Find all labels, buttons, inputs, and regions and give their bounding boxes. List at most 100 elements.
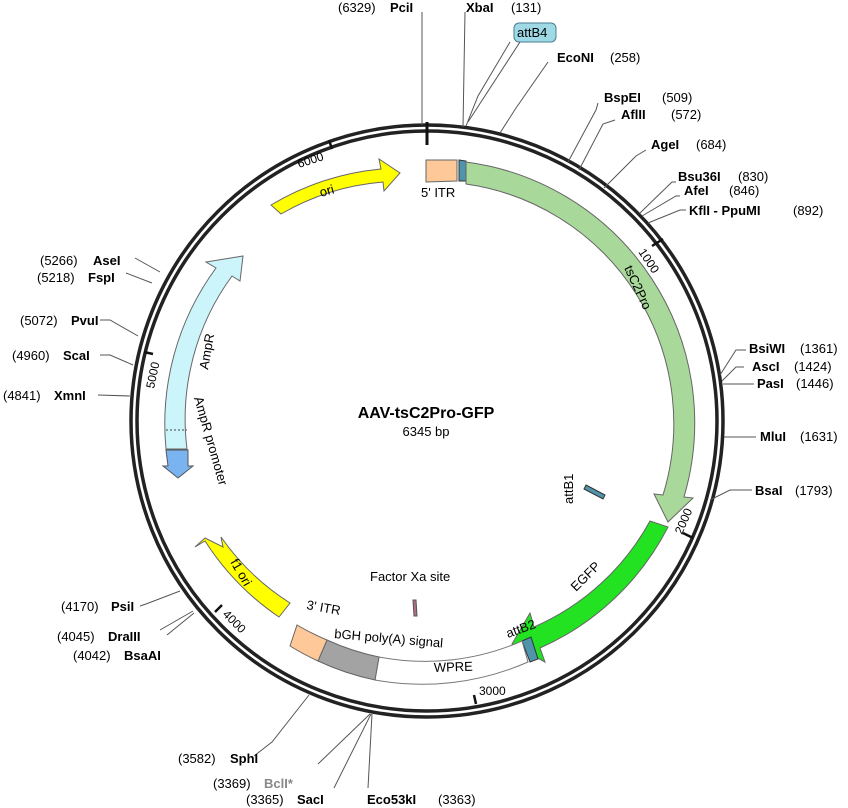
svg-text:PasI: PasI <box>757 376 784 391</box>
enzyme-mlui: MluI (1631) <box>760 429 838 444</box>
enzyme-fspi: (5218) FspI <box>37 270 115 285</box>
svg-text:3000: 3000 <box>479 684 506 698</box>
svg-text:(3363): (3363) <box>438 792 476 807</box>
svg-text:SacI: SacI <box>297 792 324 807</box>
plasmid-length: 6345 bp <box>403 424 450 439</box>
svg-text:ori: ori <box>318 181 336 199</box>
svg-text:(4045): (4045) <box>57 629 95 644</box>
tick-5000: 5000 <box>143 350 163 390</box>
enzyme-econi: EcoNI (258) <box>557 50 640 65</box>
enzyme-leader-lines <box>97 11 756 789</box>
svg-text:BclI*: BclI* <box>264 776 294 791</box>
enzyme-xmni: (4841) XmnI <box>3 388 86 403</box>
svg-text:Factor Xa site: Factor Xa site <box>370 569 450 584</box>
svg-text:(3582): (3582) <box>178 751 216 766</box>
enzyme-psii: (4170) PsiI <box>61 599 134 614</box>
plasmid-name: AAV-tsC2Pro-GFP <box>358 405 495 422</box>
enzyme-kfli-ppumi: KflI - PpuMI (892) <box>689 203 823 218</box>
feature-attb4-box <box>458 159 467 182</box>
svg-text:Eco53kI: Eco53kI <box>367 792 416 807</box>
enzyme-bsaai: (4042) BsaAI <box>73 648 161 663</box>
feature-egfp: EGFP <box>511 520 669 664</box>
svg-text:BsaI: BsaI <box>755 483 782 498</box>
enzyme-eco53ki: Eco53kI (3363) <box>367 792 476 807</box>
svg-text:SphI: SphI <box>230 751 258 766</box>
svg-text:EcoNI: EcoNI <box>557 50 594 65</box>
enzyme-aflii: AflII (572) <box>621 107 701 122</box>
tick-6000: 6000 <box>296 139 334 171</box>
enzyme-saci: (3365) SacI <box>246 792 324 807</box>
svg-text:5000: 5000 <box>143 360 162 389</box>
enzyme-pvui: (5072) PvuI <box>20 313 98 328</box>
svg-text:attB1: attB1 <box>561 474 576 504</box>
svg-text:XmnI: XmnI <box>54 388 86 403</box>
svg-text:XbaI: XbaI <box>466 0 493 15</box>
feature-ori: ori <box>270 157 401 215</box>
svg-text:(830): (830) <box>738 169 768 184</box>
svg-text:BsaAI: BsaAI <box>124 648 161 663</box>
svg-text:(3365): (3365) <box>246 792 284 807</box>
tick-3000: 3000 <box>472 684 506 705</box>
enzyme-scai: (4960) ScaI <box>12 348 90 363</box>
svg-text:Bsu36I: Bsu36I <box>678 169 721 184</box>
svg-text:(1793): (1793) <box>795 483 833 498</box>
enzyme-asei: (5266) AseI <box>40 253 120 268</box>
svg-text:4000: 4000 <box>220 607 249 636</box>
enzyme-sphi: (3582) SphI <box>178 751 258 766</box>
feature-ampr: AmpR <box>164 255 244 450</box>
svg-text:(1424): (1424) <box>794 359 832 374</box>
svg-text:(1361): (1361) <box>800 341 838 356</box>
enzyme-pcii: (6329) PciI <box>338 0 413 15</box>
feature-f1-ori: f1 ori <box>194 536 291 618</box>
svg-text:AseI: AseI <box>93 253 120 268</box>
svg-text:MluI: MluI <box>760 429 786 444</box>
svg-text:(684): (684) <box>696 137 726 152</box>
svg-text:AmpR: AmpR <box>196 332 217 370</box>
feature-3-itr: 3' ITR <box>289 597 342 662</box>
enzyme-bsai: BsaI (1793) <box>755 483 833 498</box>
svg-text:(6329): (6329) <box>338 0 376 15</box>
svg-text:(1446): (1446) <box>796 376 834 391</box>
svg-text:DraIII: DraIII <box>108 629 141 644</box>
svg-text:(4170): (4170) <box>61 599 99 614</box>
svg-text:PciI: PciI <box>390 0 413 15</box>
svg-text:(572): (572) <box>671 107 701 122</box>
enzyme-afei: AfeI (846) <box>684 183 759 198</box>
svg-text:(4960): (4960) <box>12 348 50 363</box>
svg-text:attB4: attB4 <box>517 25 547 40</box>
svg-text:(5072): (5072) <box>20 313 58 328</box>
svg-text:AflII: AflII <box>621 107 646 122</box>
feature-factor-xa-site: Factor Xa site <box>370 569 450 617</box>
feature-5-itr: 5' ITR <box>421 159 458 200</box>
svg-text:AmpR promoter: AmpR promoter <box>191 395 231 488</box>
svg-text:PsiI: PsiI <box>111 599 134 614</box>
enzyme-bsu36i: Bsu36I (830) <box>678 169 768 184</box>
svg-text:(258): (258) <box>610 50 640 65</box>
feature-wpre: WPRE <box>374 640 529 685</box>
feature-attb1: attB1 <box>561 474 606 504</box>
svg-text:bGH poly(A) signal: bGH poly(A) signal <box>334 626 444 650</box>
svg-text:(4042): (4042) <box>73 648 111 663</box>
svg-text:AgeI: AgeI <box>651 137 679 152</box>
svg-text:(1631): (1631) <box>800 429 838 444</box>
enzyme-agei: AgeI (684) <box>651 137 726 152</box>
enzyme-asci: AscI (1424) <box>752 359 832 374</box>
svg-text:BspEI: BspEI <box>604 90 641 105</box>
enzyme-xbai: XbaI (131) <box>466 0 541 15</box>
svg-text:(131): (131) <box>511 0 541 15</box>
svg-text:(4841): (4841) <box>3 388 41 403</box>
svg-text:5' ITR: 5' ITR <box>421 185 455 200</box>
svg-text:FspI: FspI <box>88 270 115 285</box>
feature-attb4-label: attB4 <box>467 22 557 123</box>
svg-text:(3369): (3369) <box>213 776 251 791</box>
enzyme-bsiwi: BsiWI (1361) <box>749 341 838 356</box>
enzyme-bcli: (3369) BclI* <box>213 776 294 791</box>
svg-text:(892): (892) <box>793 203 823 218</box>
svg-text:(509): (509) <box>662 90 692 105</box>
svg-text:3' ITR: 3' ITR <box>305 597 341 618</box>
svg-text:(5266): (5266) <box>40 253 78 268</box>
enzyme-bspei: BspEI (509) <box>604 90 692 105</box>
enzyme-draiii: (4045) DraIII <box>57 629 141 644</box>
svg-text:(5218): (5218) <box>37 270 75 285</box>
